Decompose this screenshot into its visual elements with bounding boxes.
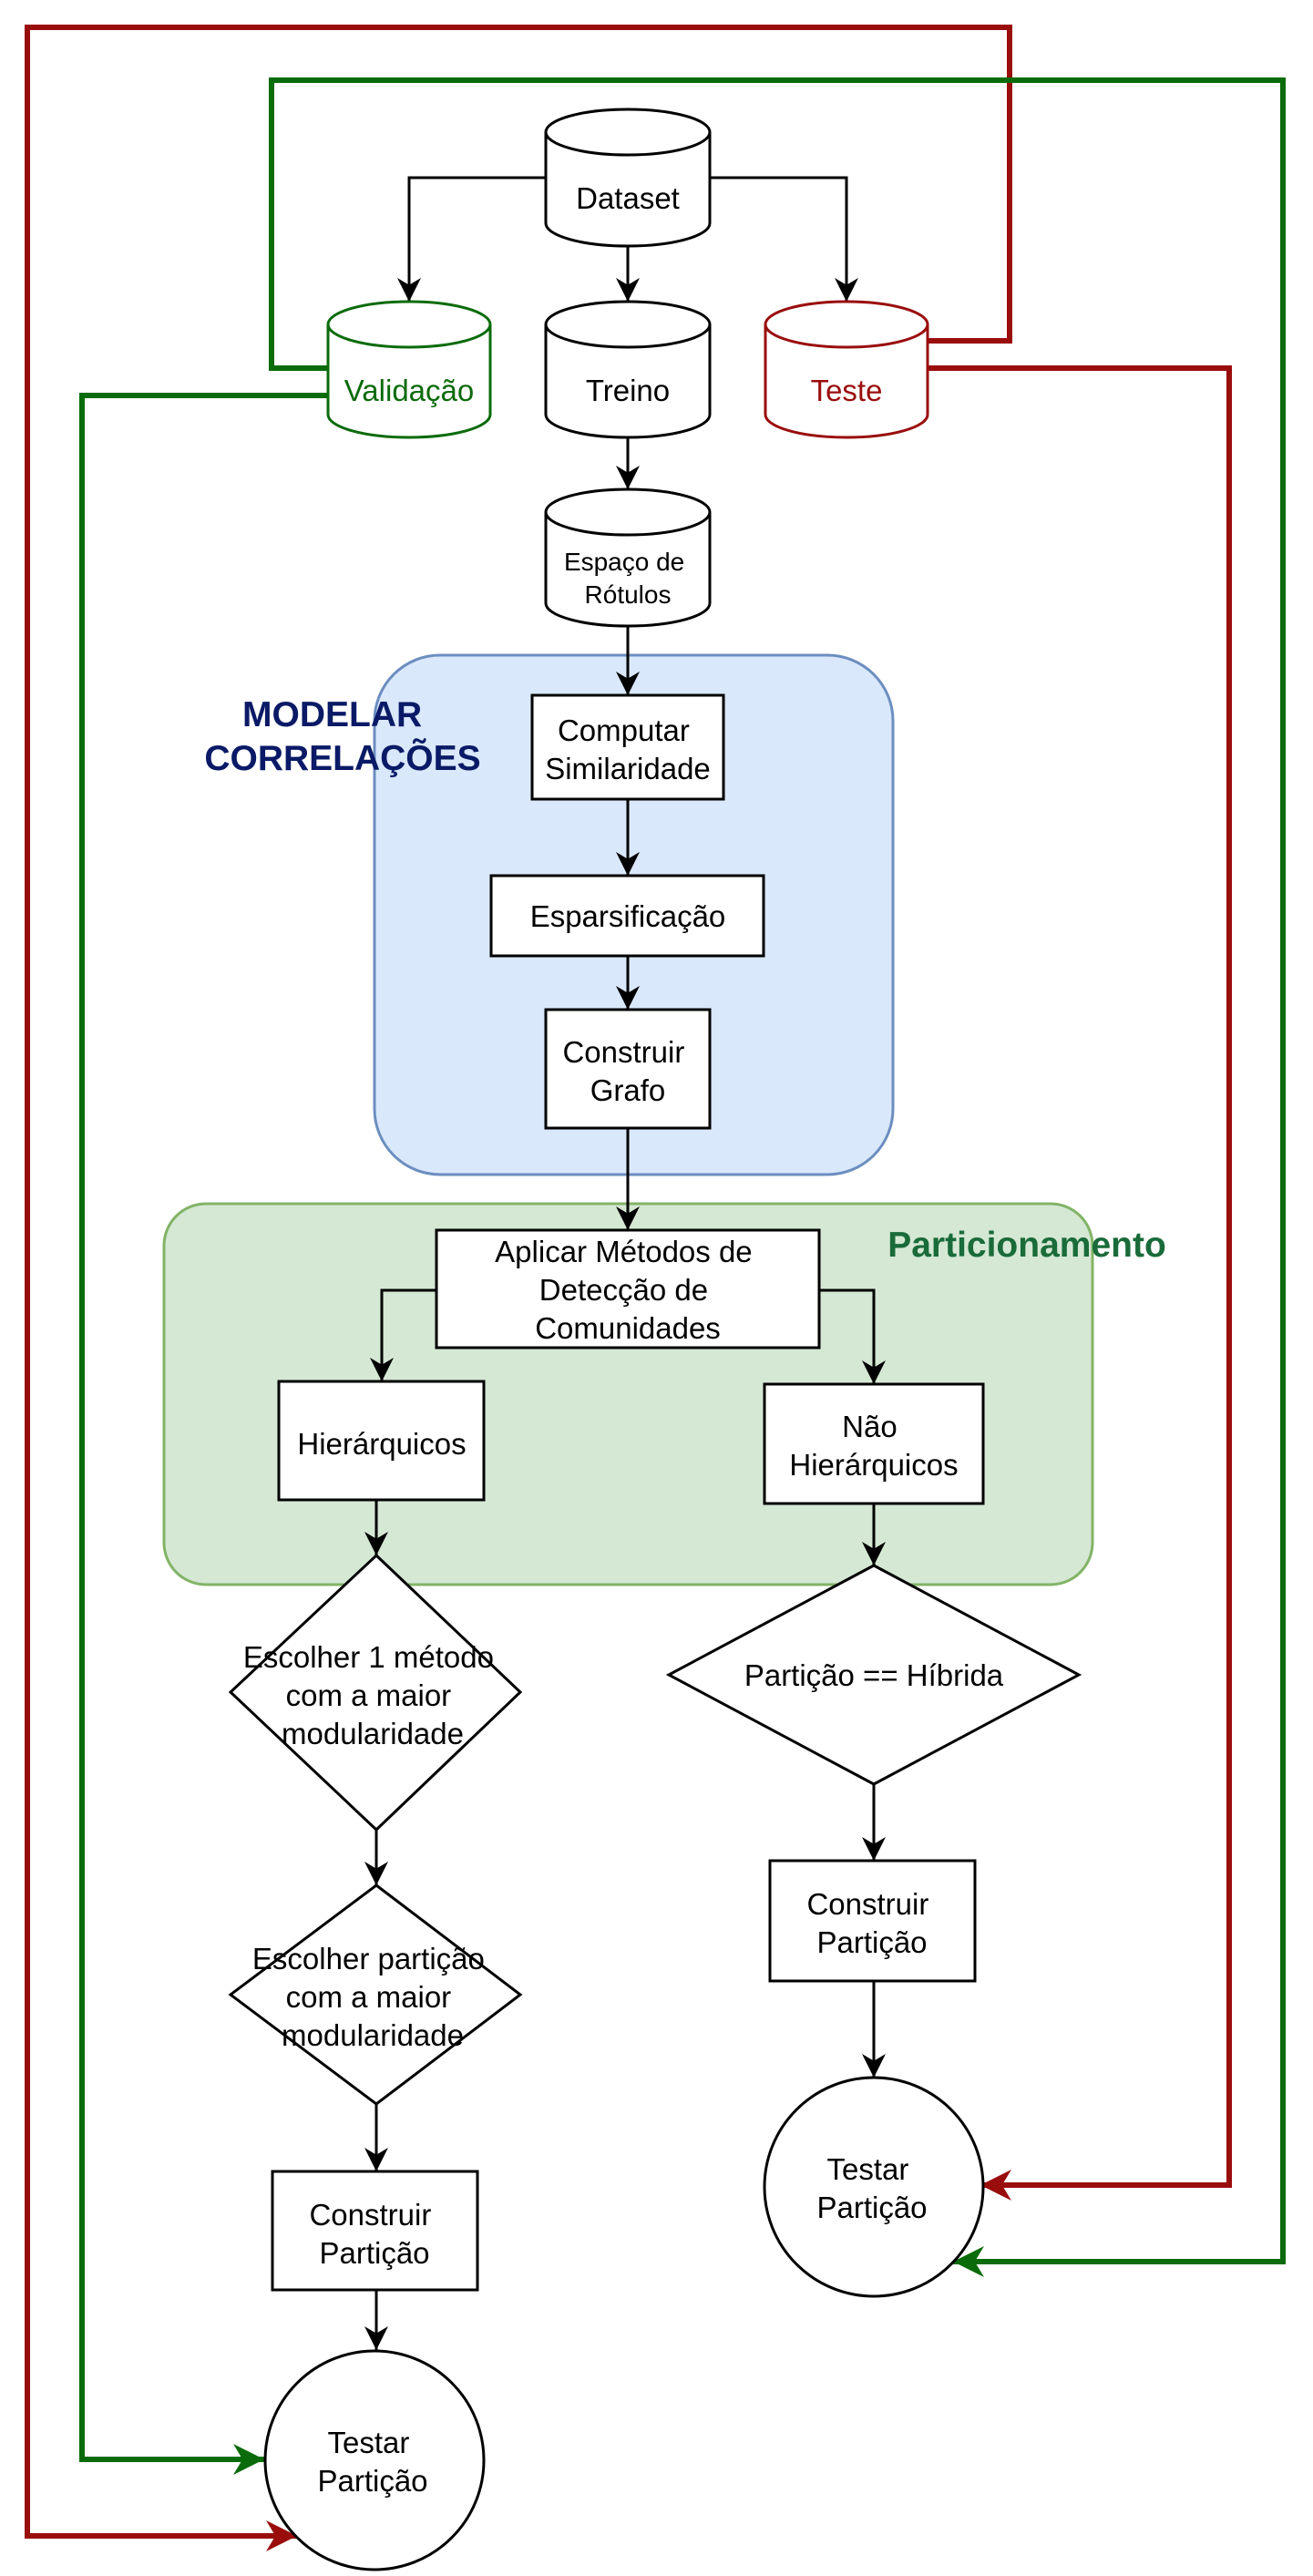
svg-text:Esparsificação: Esparsificação [530, 899, 726, 933]
edge-dataset-to-test [710, 176, 858, 302]
edge-apply-to-non-hierarchical [819, 1288, 886, 1384]
svg-text:Validação: Validação [344, 374, 475, 407]
svg-text:Espaço de Rótulos: Espaço de Rótulos [564, 548, 692, 609]
validation-node: Validação [326, 300, 492, 439]
edge-validation-to-left-test-partition [79, 393, 328, 2475]
choose-partition-decision: Escolher partição com a maior modularida… [228, 1883, 523, 2106]
apply-methods-node: Aplicar Métodos de Detecção de Comunidad… [435, 1228, 821, 1350]
partitioning-group-title: Particionamento [887, 1226, 1166, 1265]
hierarchical-node: Hierárquicos [277, 1380, 486, 1502]
svg-text:Construir Partição: Construir Partição [309, 2198, 439, 2270]
non-hierarchical-node: Não Hierárquicos [763, 1382, 985, 1505]
train-node: Treino [544, 300, 712, 439]
svg-text:Escolher 1 método com a: Escolher 1 método com a maior modularida… [243, 1640, 502, 1750]
edge-dataset-to-validation [397, 176, 546, 302]
svg-text:Testar Partição: Testar Partição [317, 2426, 427, 2498]
svg-text:Partição == Híbrida: Partição == Híbrida [744, 1658, 1004, 1692]
choose-method-decision: Escolher 1 método com a maior modularida… [228, 1553, 523, 1832]
svg-text:Construir Partição: Construir Partição [806, 1887, 937, 1959]
modeling-group-title: MODELAR CORRELAÇÕES [204, 695, 480, 778]
build-graph-node: Construir Grafo [544, 1008, 712, 1130]
label-space-node: Espaço de Rótulos [544, 487, 712, 628]
hybrid-partition-decision: Partição == Híbrida [665, 1564, 1082, 1786]
dataset-node: Dataset [544, 108, 712, 248]
test-node: Teste [764, 300, 929, 439]
svg-text:Construir Grafo: Construir Grafo [562, 1035, 692, 1107]
test-partition-left-node: Testar Partição [263, 2349, 486, 2571]
svg-text:Testar Partição: Testar Partição [816, 2152, 927, 2224]
edge-test-to-right-test-partition [928, 365, 1232, 2201]
svg-text:Teste: Teste [811, 374, 883, 407]
svg-text:Aplicar Métodos de Detec: Aplicar Métodos de Detecção de Comunidad… [495, 1235, 761, 1345]
svg-text:Treino: Treino [586, 374, 670, 407]
sparsification-node: Esparsificação [489, 874, 765, 958]
svg-text:Dataset: Dataset [576, 181, 680, 215]
svg-text:Escolher partição com a: Escolher partição com a maior modularida… [252, 1942, 493, 2052]
build-partition-right-node: Construir Partição [768, 1859, 977, 1983]
svg-text:Hierárquicos: Hierárquicos [297, 1427, 466, 1461]
edge-apply-to-hierarchical [370, 1288, 436, 1381]
svg-text:Computar Similaridade: Computar Similaridade [545, 713, 711, 785]
compute-similarity-node: Computar Similaridade [530, 693, 725, 801]
test-partition-right-node: Testar Partição [763, 2076, 985, 2298]
edge-test-to-left-test-partition [25, 25, 1012, 2551]
build-partition-left-node: Construir Partição [271, 2170, 479, 2292]
svg-text:Não Hierárquicos: Não Hierárquicos [789, 1410, 958, 1482]
edge-validation-to-right-test-partition [269, 77, 1286, 2277]
